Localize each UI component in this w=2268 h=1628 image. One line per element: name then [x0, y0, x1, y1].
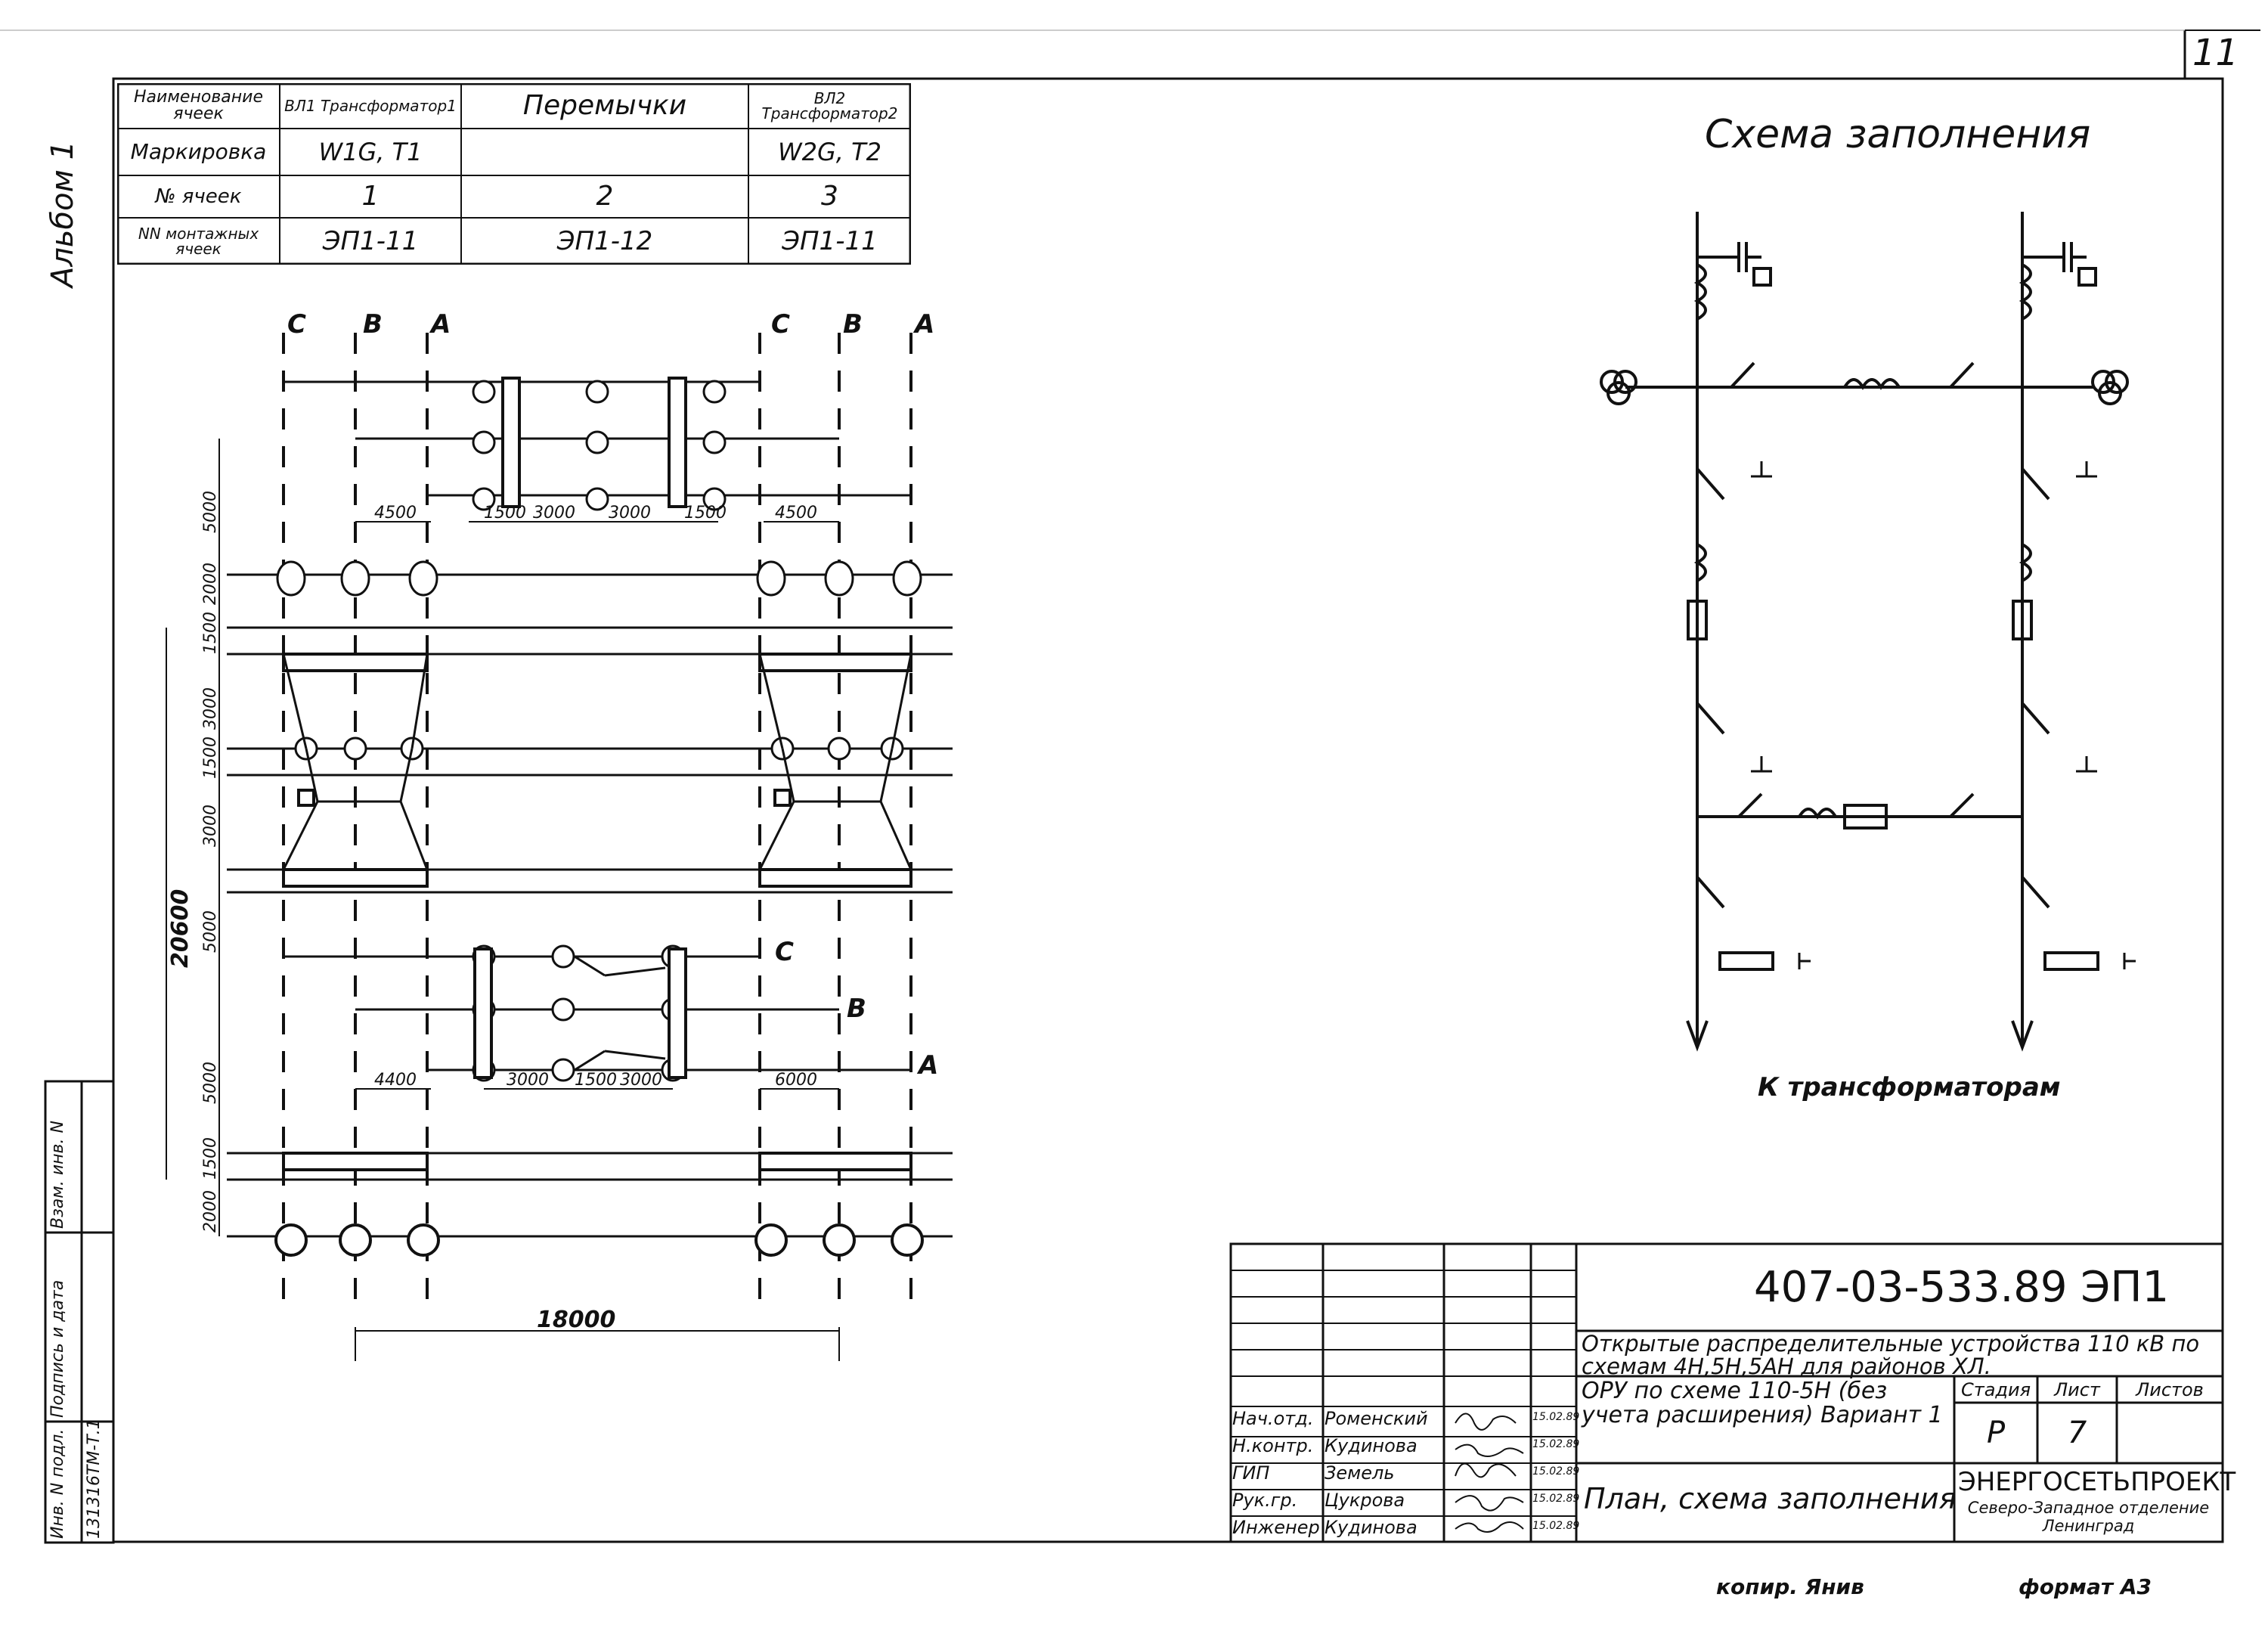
dim-total-height: 20600 [167, 889, 194, 968]
row-mount-label: NN монтажных ячеек [138, 225, 259, 258]
dim-total-width: 18000 [537, 1307, 615, 1333]
table-header-label: Наименование ячеек [134, 88, 263, 123]
dim-left-2000-bottom: 2000 [201, 1190, 220, 1233]
dim-bottom-6000: 6000 [775, 1071, 817, 1090]
row-number-label: № ячеек [155, 185, 242, 208]
row-marking-c3: W2G, T2 [777, 138, 882, 166]
footer-format: формат А3 [2019, 1574, 2152, 1599]
row-marking-label: Маркировка [130, 139, 267, 164]
sheet-value: 7 [2067, 1416, 2087, 1450]
sig-role: Нач.отд. [1232, 1408, 1314, 1429]
sig-date: 15.02.89 [1532, 1520, 1580, 1532]
cell-table: Наименование ячеек ВЛ1 Трансформатор1 Пе… [117, 83, 911, 265]
axis-label-c-right: C [771, 309, 790, 340]
dim-top-3000-b: 3000 [609, 504, 651, 523]
axis-label-b-bridge: B [847, 994, 866, 1024]
scheme-title: Схема заполнения [1705, 112, 2091, 157]
sheet-title: ОРУ по схеме 110-5Н (без учета расширени… [1582, 1378, 1943, 1428]
dim-bottom-3000-b: 3000 [620, 1071, 662, 1090]
axis-label-a-right: A [912, 309, 934, 340]
sig-name: Земель [1325, 1462, 1395, 1484]
sig-role: Н.контр. [1232, 1435, 1314, 1456]
sheets-label: Листов [2136, 1378, 2204, 1400]
axis-label-b-left: B [363, 309, 383, 340]
org-branch: Северо-Западное отделение Ленинград [1967, 1499, 2210, 1535]
scheme-caption: К трансформаторам [1758, 1072, 2061, 1102]
sig-date: 15.02.89 [1532, 1411, 1580, 1423]
dim-left-5000-mid: 5000 [201, 910, 220, 953]
dim-top-1500-right: 1500 [684, 504, 727, 523]
dim-left-1500-b: 1500 [201, 736, 220, 779]
dim-bottom-1500: 1500 [575, 1071, 617, 1090]
row-mount-c2: ЭП1-12 [556, 226, 653, 256]
dim-left-5000-top: 5000 [201, 491, 220, 533]
axis-label-a-left: A [429, 309, 451, 340]
project-title: Открытые распределительные устройства 11… [1582, 1331, 2200, 1379]
row-mount-c3: ЭП1-11 [782, 226, 878, 256]
axis-label-b-right: B [843, 309, 863, 340]
dim-bottom-4400: 4400 [374, 1071, 417, 1090]
dim-left-3000-a: 3000 [201, 687, 220, 730]
sig-name: Кудинова [1325, 1435, 1418, 1456]
table-header-col1: ВЛ1 Трансформатор1 [284, 97, 457, 115]
sig-date: 15.02.89 [1532, 1493, 1580, 1505]
dim-left-2000-top: 2000 [201, 563, 220, 605]
drawing-title: План, схема заполнения [1584, 1482, 1957, 1515]
sig-name: Цукрова [1325, 1490, 1405, 1511]
sheet-number: 11 [2192, 32, 2239, 74]
sig-name: Кудинова [1325, 1517, 1418, 1538]
signature-table: Нач.отд. Роменский 15.02.89 Н.контр. Куд… [1232, 1408, 1580, 1540]
axis-label-a-bridge: A [916, 1050, 938, 1081]
dim-top-4500-left: 4500 [374, 504, 417, 523]
axis-label-c-bridge: C [775, 937, 794, 967]
sig-role: ГИП [1232, 1462, 1270, 1484]
axis-label-c-left: C [287, 309, 306, 340]
dim-left-1500-c: 1500 [201, 1137, 220, 1180]
dim-top-3000-a: 3000 [533, 504, 575, 523]
footer-copied: копир. Янив [1716, 1574, 1864, 1599]
dim-left-5000-low: 5000 [201, 1062, 220, 1104]
row-mount-c1: ЭП1-11 [322, 226, 419, 256]
org-name: ЭНЕРГОСЕТЬПРОЕКТ [1958, 1467, 2236, 1497]
row-number-c3: 3 [821, 181, 838, 212]
signature-scribbles [1455, 1412, 1524, 1533]
row-number-c2: 2 [596, 181, 614, 212]
dim-top-4500-right: 4500 [775, 504, 817, 523]
dim-bottom-3000-a: 3000 [507, 1071, 549, 1090]
sheet-label: Лист [2054, 1378, 2100, 1400]
dim-left-1500-a: 1500 [201, 612, 220, 654]
sig-date: 15.02.89 [1532, 1438, 1580, 1450]
stage-value: Р [1986, 1416, 2006, 1450]
table-header-col3: ВЛ2 Трансформатор2 [761, 89, 898, 122]
dim-top-1500-left: 1500 [484, 504, 526, 523]
row-number-c1: 1 [361, 181, 380, 212]
sig-name: Роменский [1325, 1408, 1428, 1429]
sig-date: 15.02.89 [1532, 1465, 1580, 1478]
table-header-col2: Перемычки [522, 90, 687, 121]
sig-role: Инженер [1232, 1517, 1320, 1538]
sheets-value [2117, 1403, 2223, 1463]
dim-left-3000-b: 3000 [201, 805, 220, 847]
sig-role: Рук.гр. [1232, 1490, 1298, 1511]
row-marking-c1: W1G, T1 [318, 138, 423, 166]
doc-code: 407-03-533.89 ЭП1 [1754, 1263, 2170, 1312]
stage-label: Стадия [1960, 1378, 2031, 1400]
